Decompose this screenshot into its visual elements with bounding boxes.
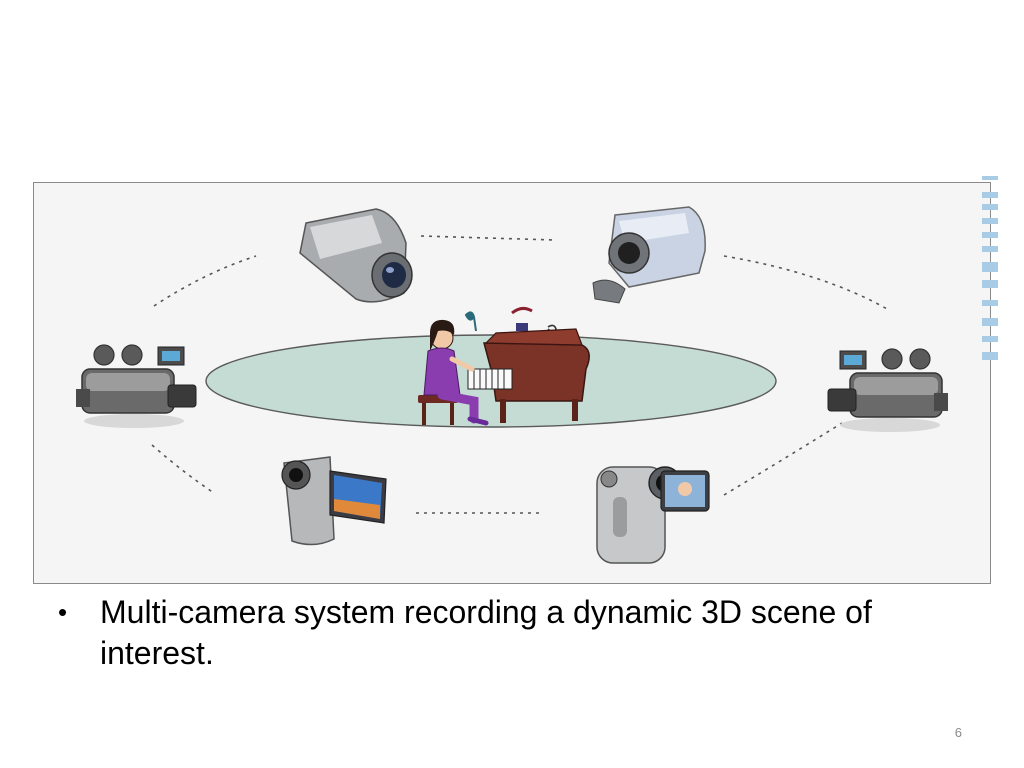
- dotted-line-top-right: [723, 255, 890, 311]
- page-number: 6: [954, 725, 962, 740]
- multi-camera-figure: [33, 182, 991, 584]
- pro-video-camera-icon: [76, 344, 197, 428]
- bullet-symbol: •: [58, 597, 68, 627]
- camera-connection-lines: [151, 235, 890, 514]
- dotted-line-bottom-right: [723, 422, 843, 496]
- pro-video-camera-icon-right: [827, 348, 948, 432]
- digital-camcorder-icon: [596, 466, 710, 564]
- bullet-list-item: • Multi-camera system recording a dynami…: [58, 592, 938, 674]
- dotted-line-bottom-left: [151, 444, 215, 494]
- side-decoration: [982, 176, 998, 360]
- handheld-camcorder-icon: [299, 208, 413, 303]
- flip-screen-camcorder-icon: [281, 456, 387, 546]
- dotted-line-top: [420, 235, 555, 241]
- pianist-at-grand-piano-icon: [418, 306, 590, 426]
- compact-camcorder-icon: [592, 206, 706, 304]
- dotted-line-top-left: [153, 255, 257, 307]
- bullet-text: Multi-camera system recording a dynamic …: [100, 594, 872, 671]
